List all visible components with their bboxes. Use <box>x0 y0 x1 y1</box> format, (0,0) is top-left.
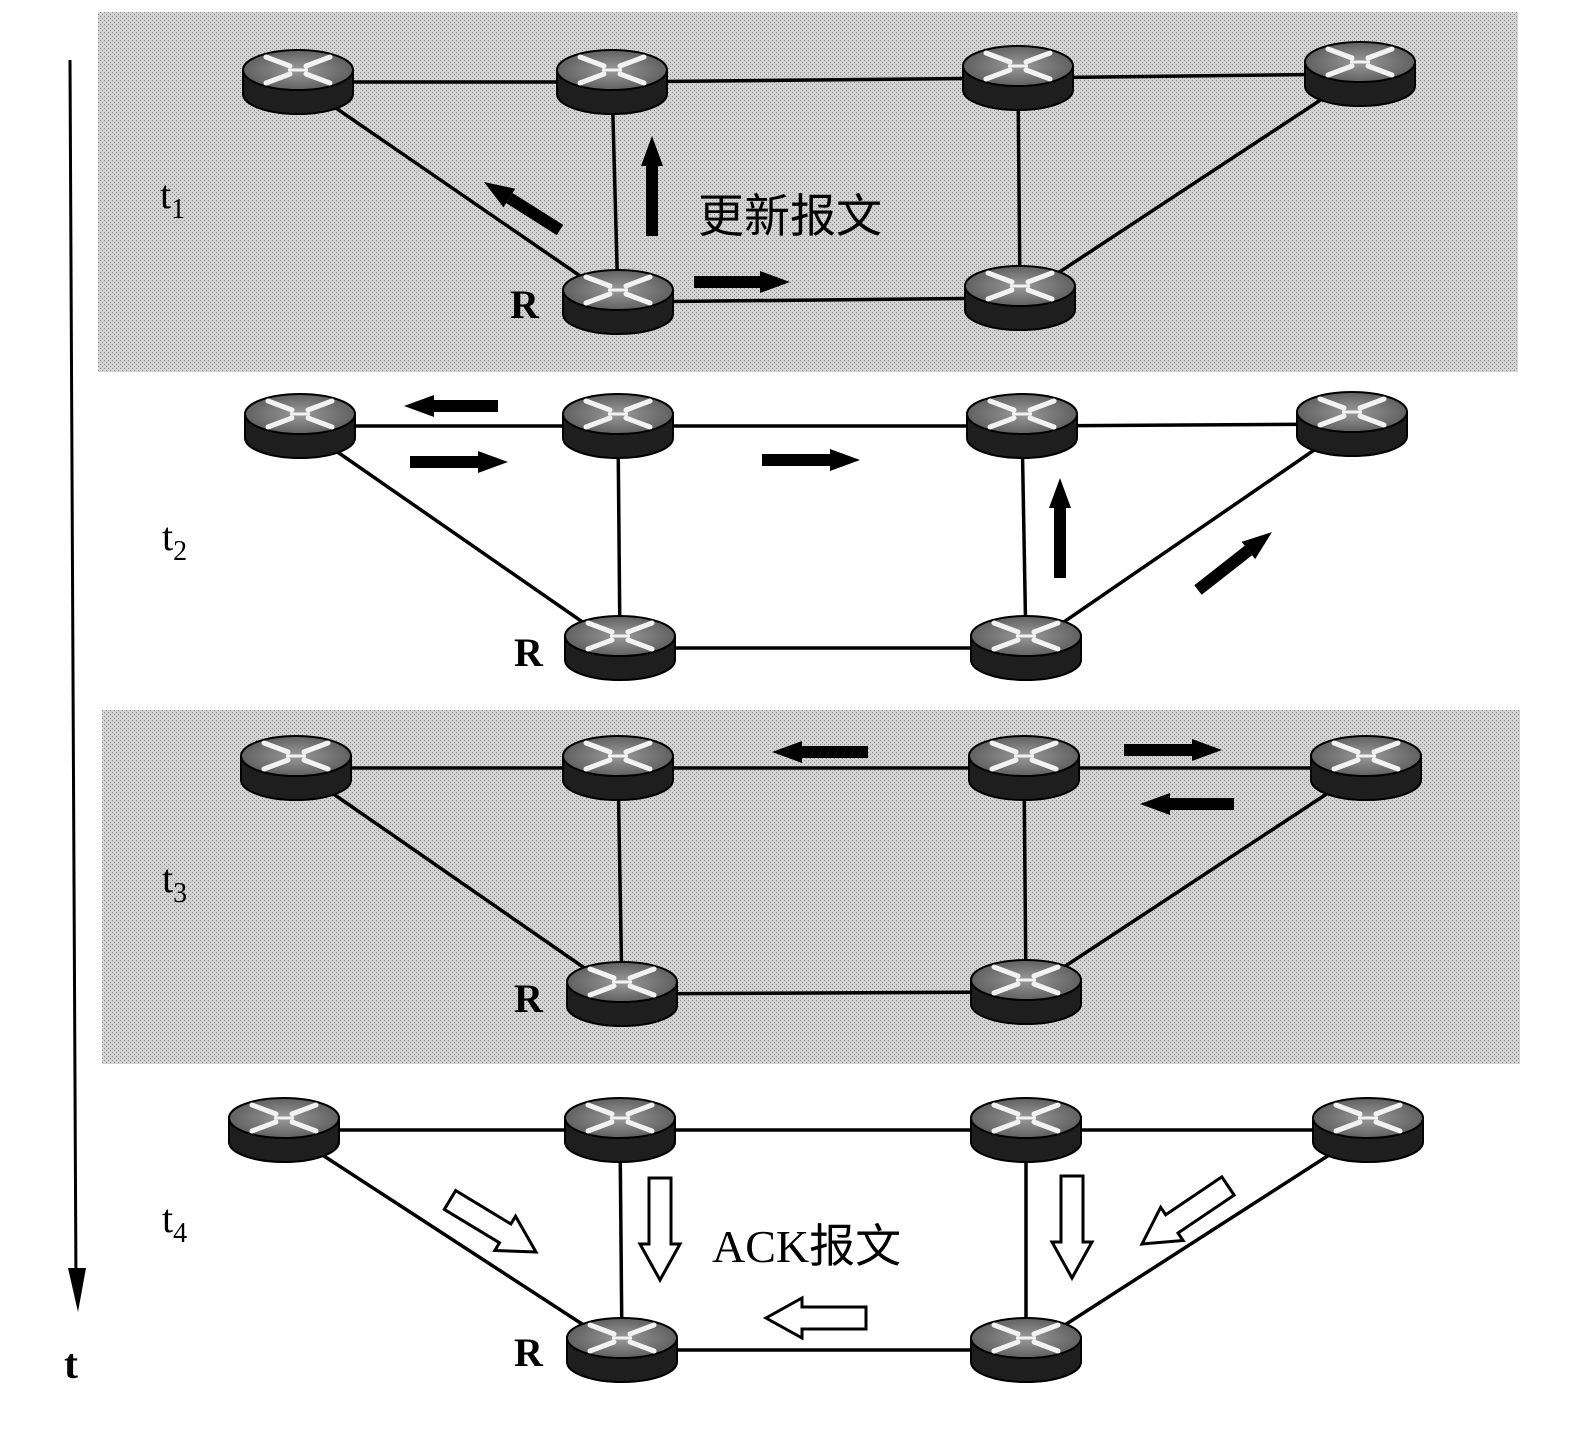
update-arrow-icon <box>641 136 663 236</box>
ack-message-label: ACK报文 <box>712 1221 901 1272</box>
router-icon <box>1304 41 1416 107</box>
time-label-t3: t3 <box>162 856 187 909</box>
update-arrow-icon <box>772 741 868 763</box>
ack-arrow-icon <box>1049 1174 1095 1282</box>
update-arrow-icon <box>1140 793 1234 815</box>
router-r-label-t3: R <box>514 976 544 1021</box>
link-t1-R-F <box>617 296 1021 304</box>
router-icon <box>562 269 674 335</box>
ack-arrow-icon <box>637 1176 683 1284</box>
router-icon <box>566 1317 678 1383</box>
arrows-layer <box>404 136 1272 1341</box>
router-icon <box>564 615 676 681</box>
router-icon <box>1310 735 1422 801</box>
link-t1-A-R <box>297 80 619 304</box>
router-icon <box>964 265 1076 331</box>
update-arrow-icon <box>1194 532 1272 595</box>
update-arrow-icon <box>694 271 790 293</box>
router-r-label-t4: R <box>514 1330 544 1375</box>
time-label-t4: t4 <box>162 1196 187 1249</box>
link-t1-D-F <box>1019 72 1361 300</box>
time-axis: t <box>64 59 86 1388</box>
link-t3-C-F <box>1022 767 1028 993</box>
router-icon <box>970 959 1082 1025</box>
time-label-t1: t1 <box>160 172 185 225</box>
link-t2-D-F <box>1025 422 1353 650</box>
link-t4-B-R <box>618 1129 624 1351</box>
ack-arrow-icon <box>762 1295 868 1341</box>
link-t2-C-F <box>1020 425 1028 649</box>
router-icon <box>242 49 354 115</box>
router-icon <box>240 735 352 801</box>
links-layer <box>283 72 1369 1352</box>
router-r-label-t2: R <box>514 630 544 675</box>
update-arrow-icon <box>1049 478 1071 578</box>
update-arrow-icon <box>404 395 498 417</box>
router-icon <box>1296 391 1408 457</box>
link-t2-A-R <box>299 424 621 650</box>
time-label-t2: t2 <box>162 514 187 567</box>
router-icon <box>970 1097 1082 1163</box>
link-t1-C-D <box>1017 72 1361 80</box>
link-t3-A-R <box>295 766 623 996</box>
link-t4-D-F <box>1025 1128 1369 1352</box>
link-t1-B-C <box>611 76 1019 84</box>
router-icon <box>968 735 1080 801</box>
time-axis-label: t <box>64 1342 78 1388</box>
router-icon <box>556 49 668 115</box>
ack-arrow-icon <box>1139 1174 1237 1246</box>
link-t3-R-F <box>621 990 1027 996</box>
update-arrow-icon <box>762 449 860 471</box>
router-icon <box>970 1317 1082 1383</box>
link-t1-C-F <box>1016 77 1022 299</box>
routers-layer <box>228 41 1424 1383</box>
router-r-label-t1: R <box>510 282 540 327</box>
router-icon <box>566 961 678 1027</box>
router-icon <box>962 45 1074 111</box>
update-message-label: 更新报文 <box>698 191 882 242</box>
link-t3-D-F <box>1025 766 1367 994</box>
link-t1-B-R <box>610 81 620 303</box>
router-icon <box>562 735 674 801</box>
router-icon <box>564 1097 676 1163</box>
link-t2-B-R <box>616 425 622 649</box>
update-arrow-icon <box>410 451 508 473</box>
router-icon <box>970 615 1082 681</box>
time-axis-arrowhead <box>68 1268 86 1312</box>
router-icon <box>244 393 356 459</box>
router-icon <box>562 393 674 459</box>
link-t3-B-R <box>616 767 624 995</box>
router-icon <box>966 393 1078 459</box>
update-arrow-icon <box>484 182 564 236</box>
ack-arrow-icon <box>442 1188 539 1254</box>
router-icon <box>228 1097 340 1163</box>
link-t4-A-R <box>283 1128 623 1352</box>
router-icon <box>1312 1097 1424 1163</box>
update-arrow-icon <box>1124 739 1222 761</box>
